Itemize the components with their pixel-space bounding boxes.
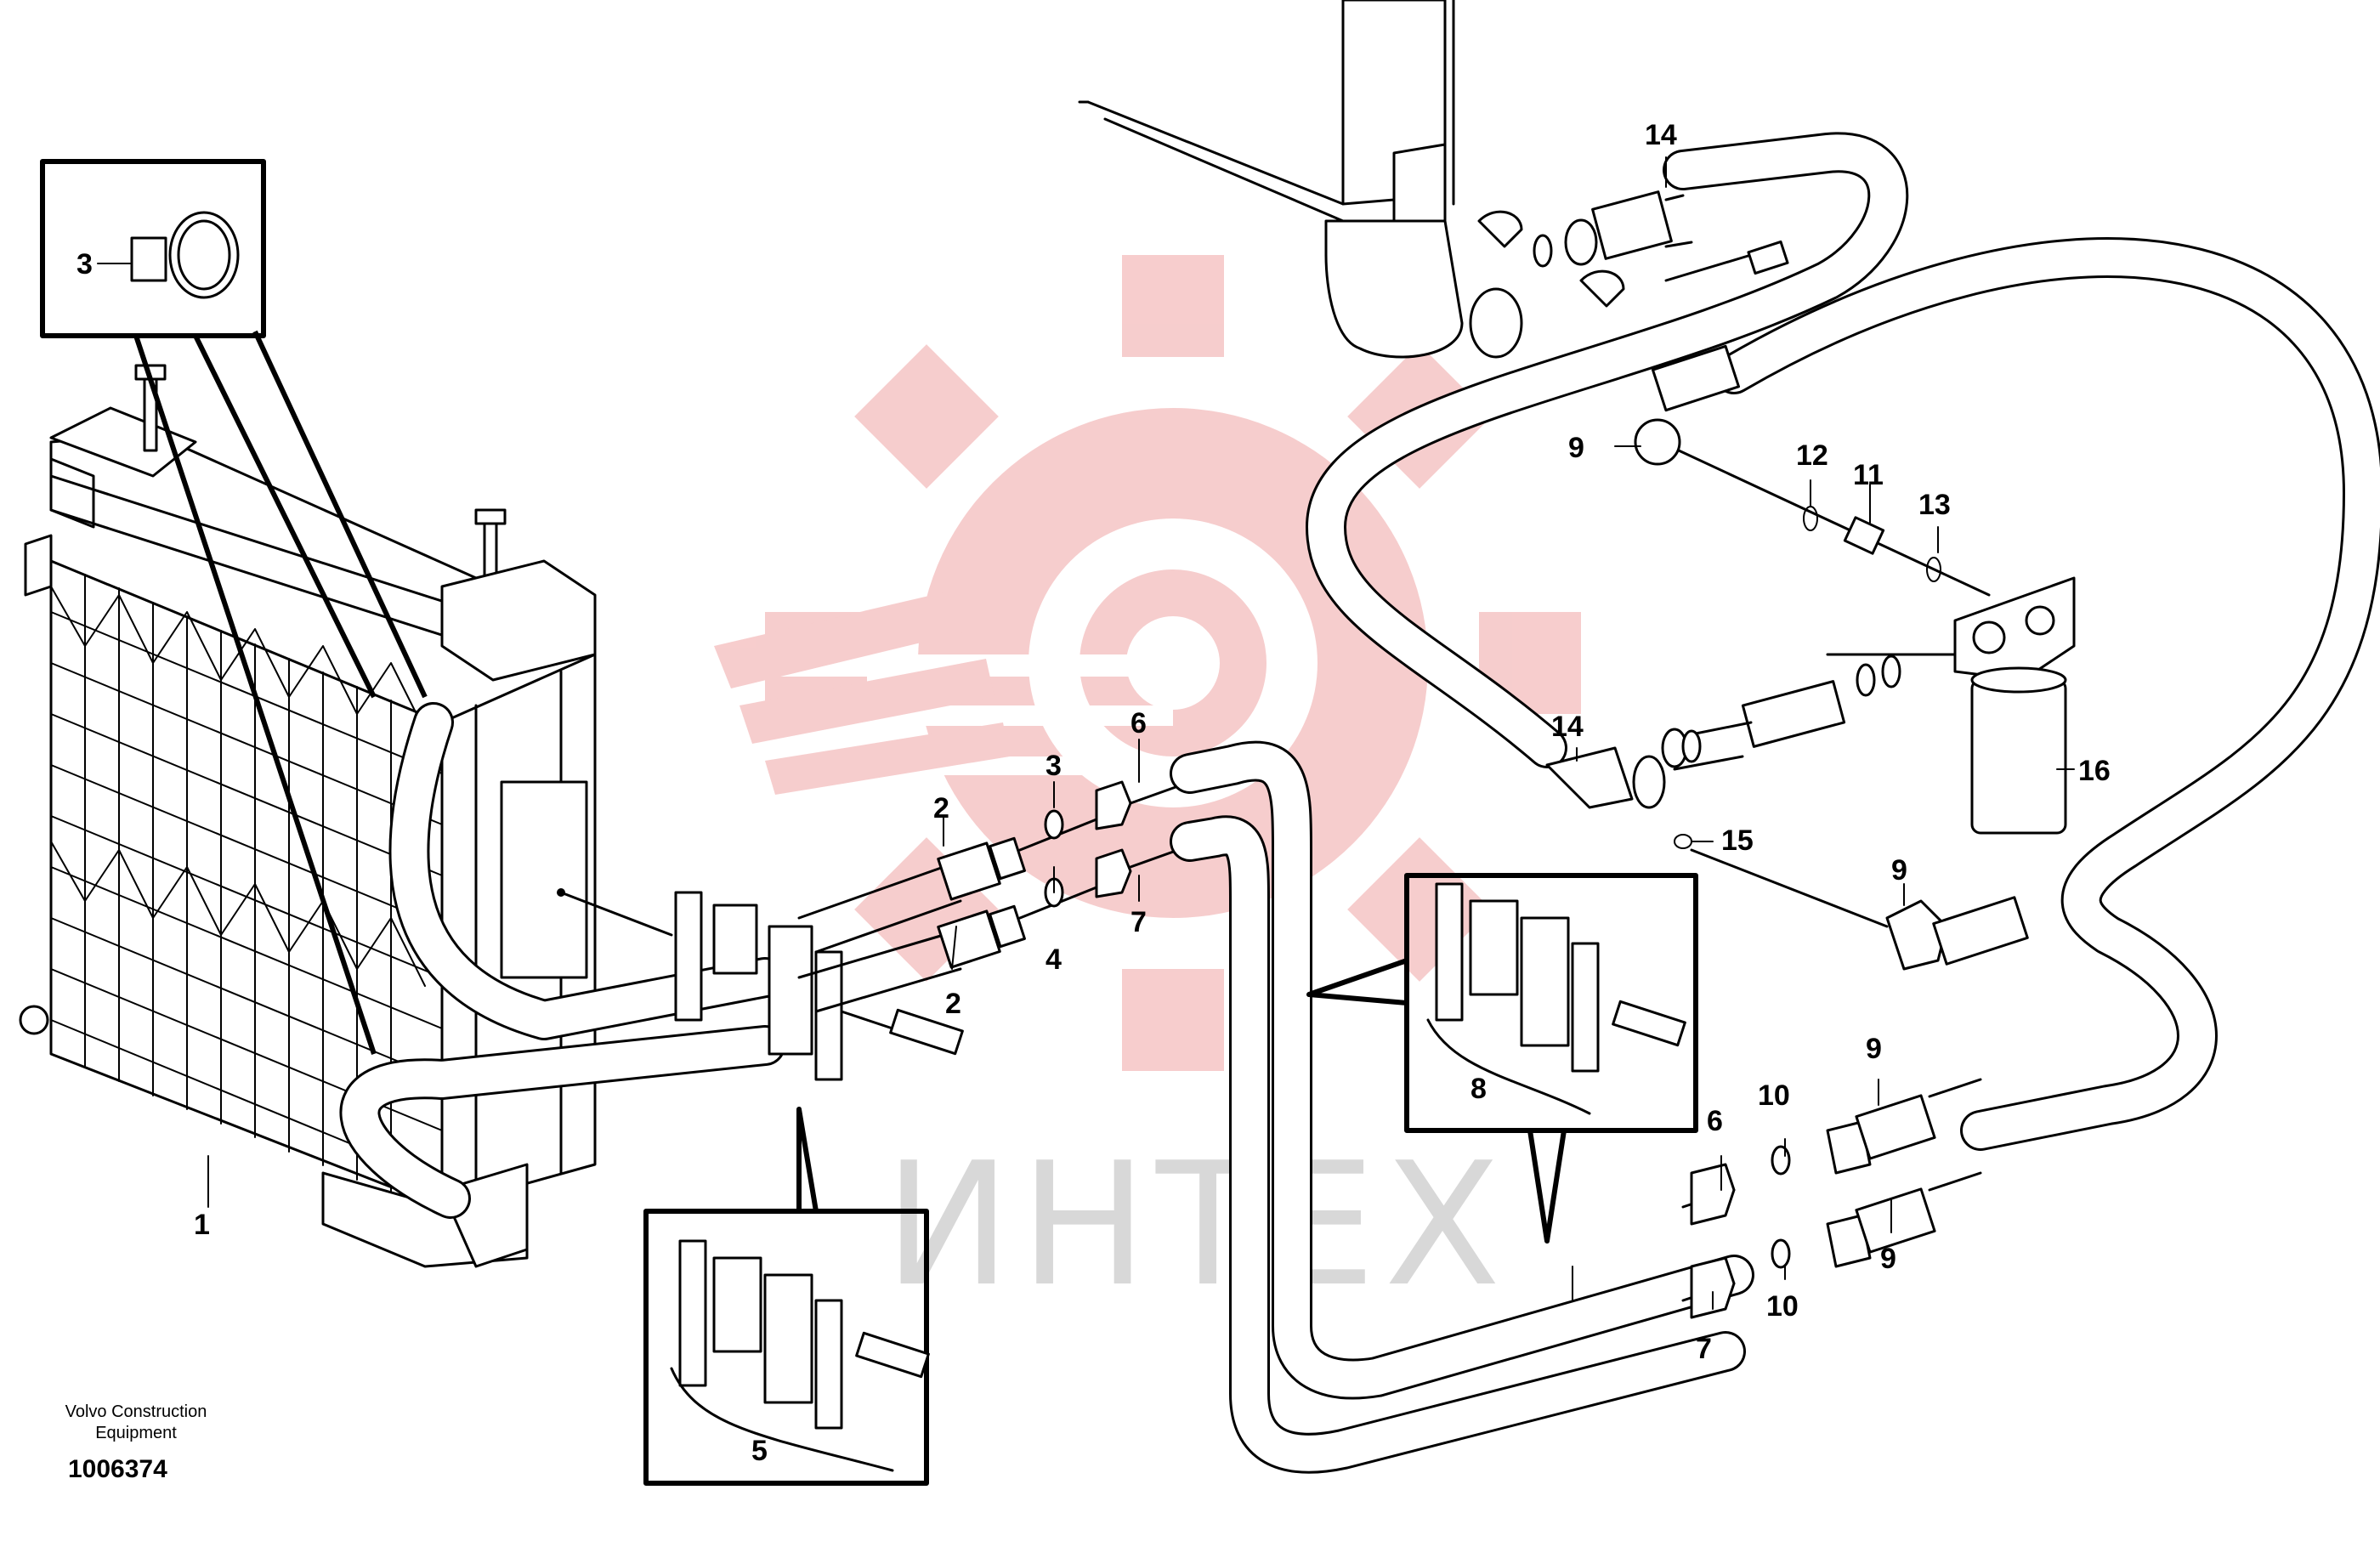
radiator-assembly	[19, 364, 597, 1268]
radiator-hoses	[339, 702, 785, 1219]
publisher-name-line2: Equipment	[95, 1424, 177, 1442]
callout-5: 5	[751, 1435, 768, 1467]
callout-15: 15	[1721, 824, 1754, 857]
callout-14: 14	[1645, 119, 1677, 151]
callout-9: 9	[1866, 1033, 1882, 1065]
callout-9: 9	[1568, 432, 1584, 464]
inset-clamp-block-lower	[643, 1107, 930, 1486]
publisher-name: Volvo Construction	[65, 1402, 207, 1421]
callout-11: 11	[1853, 459, 1884, 491]
lower-hose-connections	[1681, 1078, 1982, 1319]
inset-hose-clamp	[40, 159, 428, 1055]
callout-7: 7	[1696, 1333, 1712, 1365]
hydraulic-tank-bracket	[1078, 0, 1789, 359]
callout-9: 9	[1891, 854, 1907, 887]
watermark-gear-logo	[697, 255, 1581, 1071]
clamp-block-assembly	[559, 891, 964, 1081]
radiator-core-fins	[50, 574, 443, 1194]
publisher-block: Volvo Construction Equipment 1006374	[65, 1402, 207, 1483]
callout-6: 6	[1130, 707, 1147, 739]
callout-3: 4	[1046, 943, 1062, 976]
callout-14: 14	[1551, 711, 1584, 743]
callout-1: 1	[194, 1209, 210, 1241]
callout-3: 3	[1046, 750, 1062, 782]
callout-9: 9	[1880, 1243, 1896, 1275]
callout-labels: 3 1 2 2 3 4 6 7 5 8 14 14 9 12 11 13 16 …	[76, 119, 2111, 1467]
watermark-text: ИНТЕХ	[884, 1126, 1510, 1324]
callout-2: 2	[945, 988, 961, 1020]
document-number: 1006374	[68, 1455, 167, 1483]
inset-clamp-block-upper	[1306, 873, 1698, 1244]
main-hose-lines	[1170, 132, 2380, 1474]
callout-7: 7	[1130, 906, 1147, 938]
callout-leader-lines	[97, 156, 2075, 1310]
callout-2: 2	[933, 792, 949, 824]
callout-10: 10	[1758, 1079, 1790, 1112]
callout-12: 12	[1796, 439, 1828, 472]
callout-16: 16	[2078, 755, 2111, 787]
callout-10: 10	[1766, 1290, 1799, 1323]
callout-4: 3	[76, 248, 93, 280]
filter-assembly	[1545, 344, 2076, 971]
callout-8: 8	[1470, 1073, 1487, 1105]
callout-13: 13	[1918, 489, 1951, 521]
callout-6: 6	[1707, 1105, 1723, 1137]
